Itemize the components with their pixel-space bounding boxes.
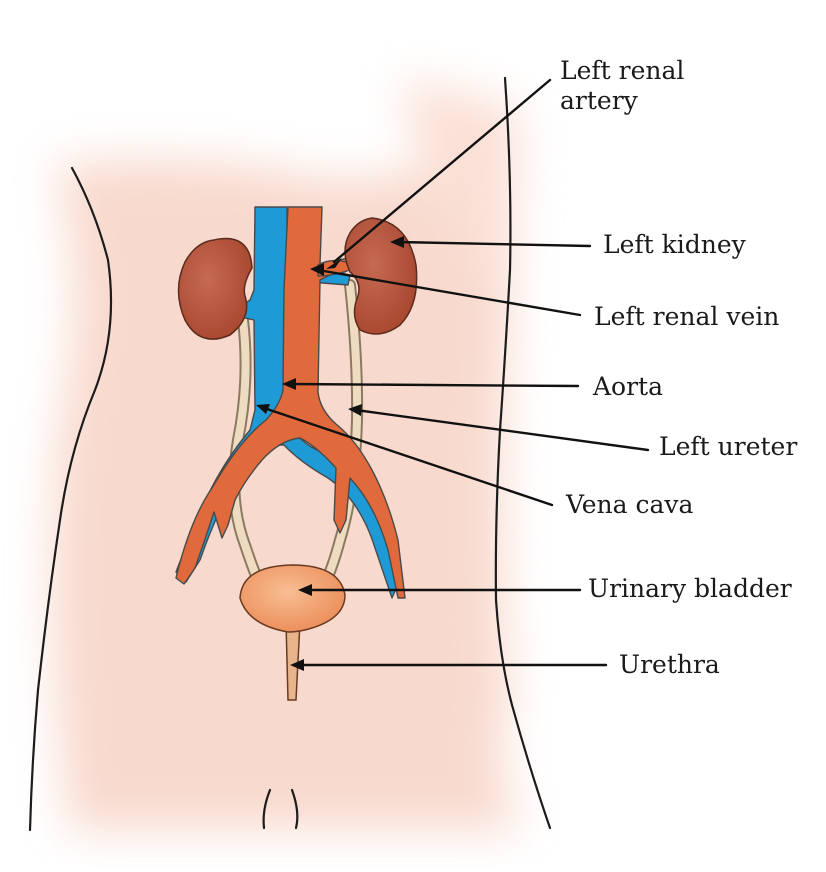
label-left-renal-artery: Left renal artery xyxy=(560,56,684,116)
pointer-lines xyxy=(262,78,650,667)
label-left-kidney: Left kidney xyxy=(603,230,746,259)
right-kidney xyxy=(177,237,253,340)
kidneys xyxy=(177,217,418,340)
pointer-left-kidney xyxy=(396,240,592,248)
left-kidney-shape xyxy=(344,217,418,335)
bladder-group xyxy=(239,564,346,701)
label-left-renal-artery-line1: Left renal xyxy=(560,56,685,85)
pointer-left-renal-artery xyxy=(332,78,552,264)
label-vena-cava: Vena cava xyxy=(566,490,694,519)
pointer-left-ureter xyxy=(354,408,650,452)
pointer-aorta xyxy=(288,382,580,388)
label-left-ureter: Left ureter xyxy=(659,432,798,461)
pointer-vena-cava xyxy=(262,406,554,507)
label-left-renal-vein: Left renal vein xyxy=(594,302,780,331)
pointer-arrowheads xyxy=(256,236,404,671)
label-left-renal-artery-line2: artery xyxy=(560,86,638,115)
pointer-left-renal-vein xyxy=(316,268,582,317)
label-aorta: Aorta xyxy=(593,372,664,401)
label-urethra: Urethra xyxy=(619,650,720,679)
body-outline xyxy=(28,76,552,832)
skin-shading xyxy=(52,80,520,830)
label-urinary-bladder: Urinary bladder xyxy=(588,574,792,603)
urinary-bladder-shape xyxy=(239,564,346,633)
